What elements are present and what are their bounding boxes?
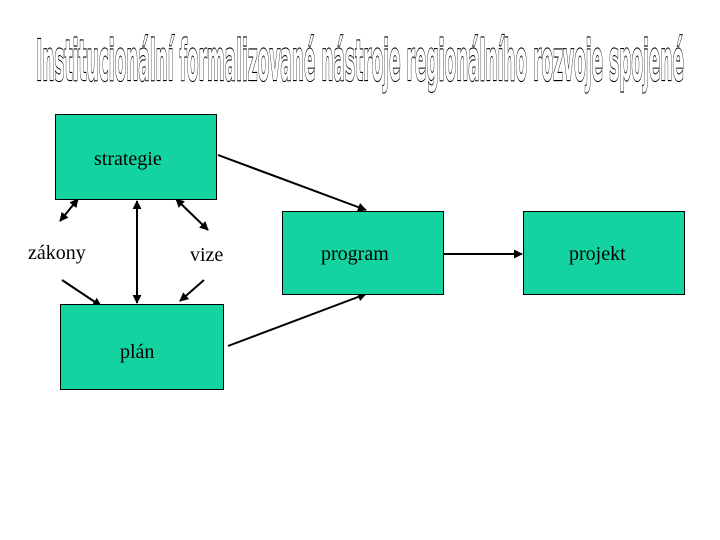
node-strategie: strategie <box>55 114 217 200</box>
arrow-zakony-plan <box>61 279 102 307</box>
node-projekt: projekt <box>523 211 685 295</box>
arrow-strategie-zakony <box>59 198 79 222</box>
node-strategie-label: strategie <box>94 148 162 170</box>
node-plan-label: plán <box>120 341 155 363</box>
diagram-title: Institucionální formalizované nástroje r… <box>0 0 720 110</box>
arrow-plan-program <box>227 292 367 347</box>
node-plan: plán <box>60 304 224 390</box>
node-projekt-label: projekt <box>569 243 626 265</box>
diagram-title-text: Institucionální formalizované nástroje r… <box>36 29 684 94</box>
node-program-label: program <box>321 243 389 265</box>
node-vize: vize <box>190 244 224 266</box>
node-program: program <box>282 211 444 295</box>
arrow-vize-plan <box>179 279 205 302</box>
arrow-strategie-program <box>217 154 367 212</box>
node-zakony: zákony <box>28 242 86 264</box>
arrow-strategie-vize <box>175 198 209 231</box>
